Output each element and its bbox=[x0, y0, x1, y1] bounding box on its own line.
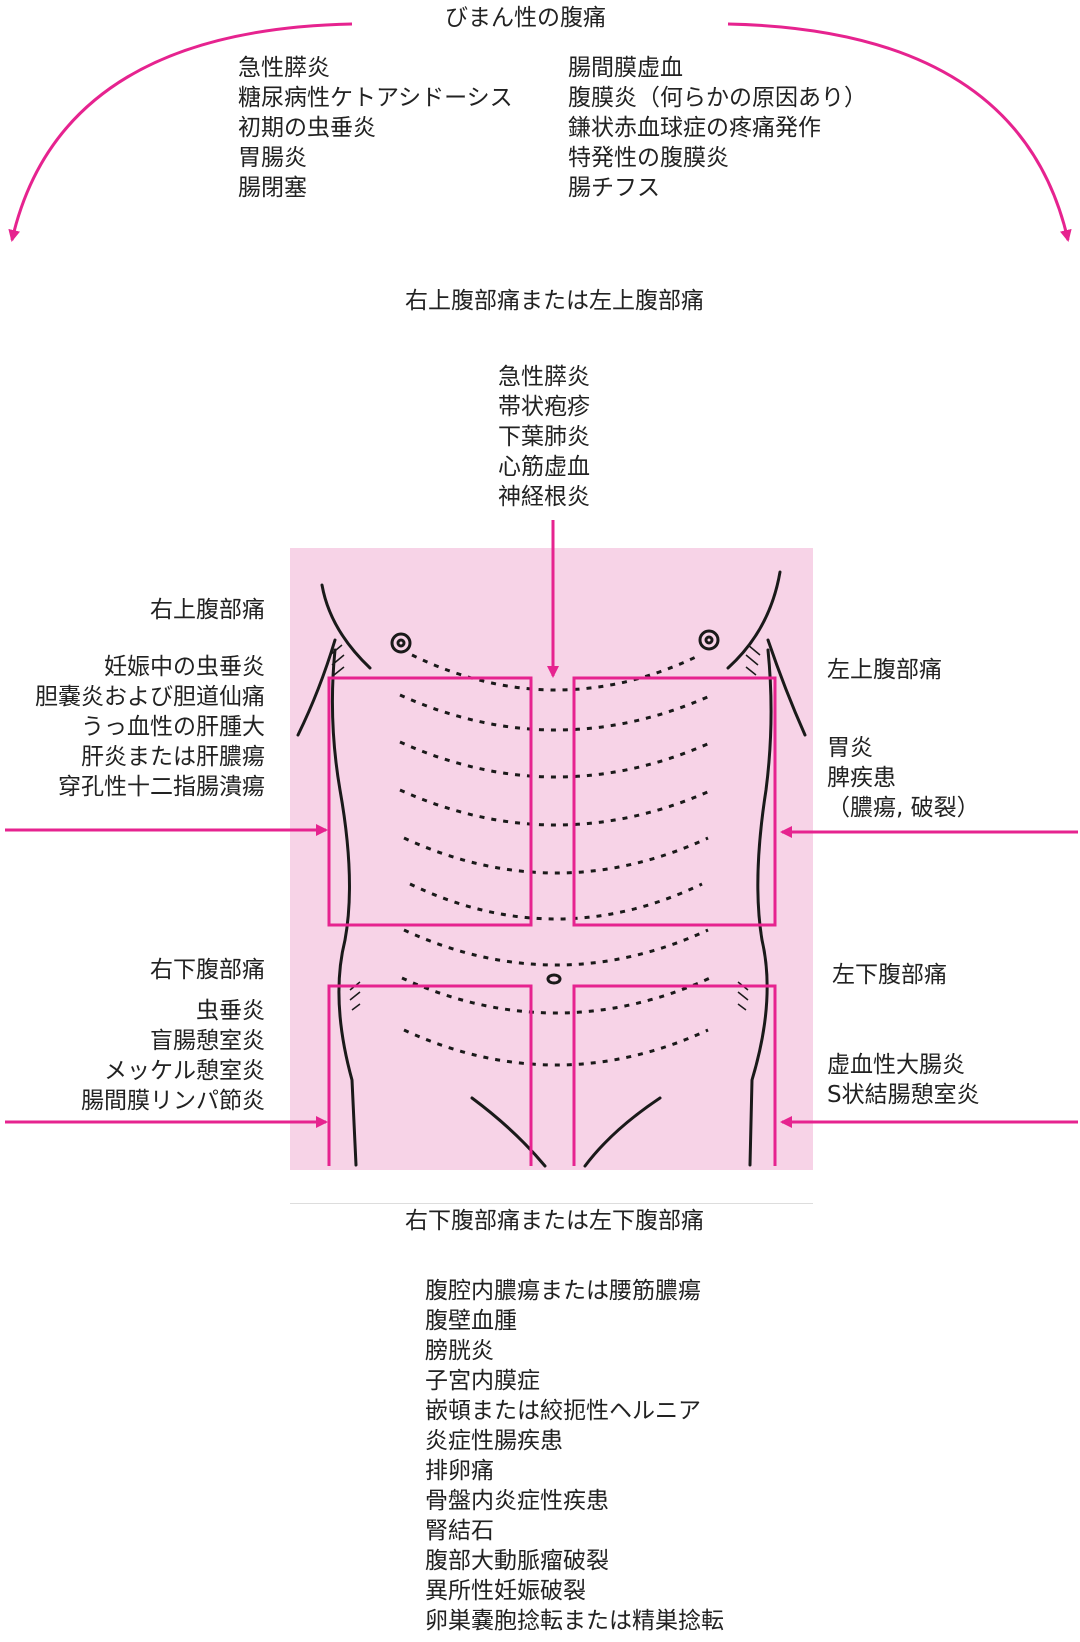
diffuse-cause-item: 糖尿病性ケトアシドーシス bbox=[238, 85, 513, 111]
rlq-cause-item: 腸間膜リンパ節炎 bbox=[81, 1088, 265, 1114]
diffuse-cause-item: 腹膜炎（何らかの原因あり） bbox=[568, 85, 867, 111]
pointer-arrows bbox=[5, 520, 1078, 1128]
rlq-box bbox=[327, 984, 533, 1166]
left-body-side bbox=[330, 648, 358, 1167]
llq-title: 左下腹部痛 bbox=[832, 962, 947, 988]
upper-either-list: 急性膵炎帯状疱疹下葉肺炎心筋虚血神経根炎 bbox=[498, 362, 590, 512]
diffuse-right-list: 腸間膜虚血腹膜炎（何らかの原因あり） 鎌状赤血球症の疼痛発作特発性の腹膜炎腸チフス bbox=[568, 53, 867, 203]
ruq-list: 妊娠中の虫垂炎胆嚢炎および胆道仙痛うっ血性の肝腫大肝炎または肝膿瘍穿孔性十二指腸… bbox=[35, 652, 265, 802]
diffuse-left-list: 急性膵炎糖尿病性ケトアシドーシス初期の虫垂炎胃腸炎腸閉塞 bbox=[238, 53, 513, 203]
luq-cause-item: 胃炎 bbox=[827, 735, 873, 761]
navel bbox=[546, 973, 562, 985]
lower-either-cause-item: 腹部大動脈瘤破裂 bbox=[425, 1548, 609, 1574]
luq-list: 胃炎脾疾患 （膿瘍, 破裂） bbox=[827, 733, 980, 823]
upper-either-cause-item: 急性膵炎 bbox=[498, 364, 590, 390]
lower-either-cause-item: 炎症性腸疾患 bbox=[425, 1428, 563, 1454]
left-nipple-inner bbox=[396, 638, 406, 648]
left-arm-line bbox=[296, 638, 337, 737]
right-groin-line bbox=[583, 1096, 662, 1168]
ruq-title: 右上腹部痛 bbox=[150, 597, 265, 623]
rlq-title: 右下腹部痛 bbox=[150, 957, 265, 983]
lower-either-list: 腹腔内膿瘍または腰筋膿瘍腹壁血腫膀胱炎子宮内膜症嵌頓または絞扼性ヘルニア炎症性腸… bbox=[425, 1276, 724, 1636]
diffuse-title: びまん性の腹痛 bbox=[445, 5, 606, 31]
torso-bottom-divider bbox=[290, 1203, 813, 1204]
upper-either-cause-item: 下葉肺炎 bbox=[498, 424, 590, 450]
luq-box bbox=[572, 676, 777, 927]
torso-outline bbox=[296, 570, 807, 1168]
diffuse-cause-item: 初期の虫垂炎 bbox=[238, 115, 376, 141]
ruq-cause-item: 穿孔性十二指腸潰瘍 bbox=[58, 774, 265, 800]
luq-cause-item: （膿瘍, 破裂） bbox=[827, 795, 980, 821]
shading-hatches bbox=[329, 644, 761, 1011]
ruq-cause-item: 胆嚢炎および胆道仙痛 bbox=[35, 684, 265, 710]
left-groin-line bbox=[470, 1096, 547, 1168]
lower-either-cause-item: 膀胱炎 bbox=[425, 1338, 494, 1364]
left-shoulder-line bbox=[320, 583, 372, 670]
llq-cause-item: 虚血性大腸炎 bbox=[827, 1052, 965, 1078]
rlq-cause-item: 盲腸憩室炎 bbox=[150, 1028, 265, 1054]
lower-either-cause-item: 腹腔内膿瘍または腰筋膿瘍 bbox=[425, 1278, 701, 1304]
diffuse-left-curved-arrow bbox=[8, 22, 353, 242]
luq-cause-item: 脾疾患 bbox=[827, 765, 896, 791]
diffuse-cause-item: 腸チフス bbox=[568, 175, 660, 201]
right-nipple-inner bbox=[704, 635, 714, 645]
upper-either-cause-item: 神経根炎 bbox=[498, 484, 590, 510]
lower-either-cause-item: 排卵痛 bbox=[425, 1458, 494, 1484]
lower-either-cause-item: 腹壁血腫 bbox=[425, 1308, 517, 1334]
luq-title: 左上腹部痛 bbox=[827, 657, 942, 683]
ruq-cause-item: うっ血性の肝腫大 bbox=[81, 714, 265, 740]
lower-either-cause-item: 腎結石 bbox=[425, 1518, 494, 1544]
lower-either-cause-item: 子宮内膜症 bbox=[425, 1368, 540, 1394]
ruq-cause-item: 肝炎または肝膿瘍 bbox=[81, 744, 265, 770]
upper-either-cause-item: 帯状疱疹 bbox=[498, 394, 590, 420]
diffuse-cause-item: 鎌状赤血球症の疼痛発作 bbox=[568, 115, 821, 141]
diffuse-cause-item: 胃腸炎 bbox=[238, 145, 307, 171]
right-shoulder-line bbox=[726, 570, 782, 670]
diffuse-cause-item: 特発性の腹膜炎 bbox=[568, 145, 729, 171]
right-arm-line bbox=[766, 638, 807, 737]
upper-either-cause-item: 心筋虚血 bbox=[498, 454, 590, 480]
rlq-list: 虫垂炎盲腸憩室炎メッケル憩室炎腸間膜リンパ節炎 bbox=[81, 996, 265, 1116]
ruq-box bbox=[327, 676, 533, 927]
upper-either-title: 右上腹部痛または左上腹部痛 bbox=[405, 288, 704, 314]
diffuse-cause-item: 腸間膜虚血 bbox=[568, 55, 683, 81]
lower-either-cause-item: 異所性妊娠破裂 bbox=[425, 1578, 586, 1604]
quadrant-boxes bbox=[327, 676, 777, 1166]
lower-either-cause-item: 骨盤内炎症性疾患 bbox=[425, 1488, 609, 1514]
lower-either-cause-item: 卵巣嚢胞捻転または精巣捻転 bbox=[425, 1608, 724, 1634]
diffuse-right-curved-arrow bbox=[727, 22, 1072, 242]
rib-arcs bbox=[399, 653, 713, 1067]
diffuse-cause-item: 腸閉塞 bbox=[238, 175, 307, 201]
rlq-cause-item: 虫垂炎 bbox=[196, 998, 265, 1024]
left-nipple bbox=[390, 632, 412, 654]
lower-either-cause-item: 嵌頓または絞扼性ヘルニア bbox=[425, 1398, 701, 1424]
right-nipple bbox=[698, 629, 720, 651]
llq-cause-item: S状結腸憩室炎 bbox=[827, 1082, 980, 1108]
rlq-cause-item: メッケル憩室炎 bbox=[104, 1058, 265, 1084]
diffuse-cause-item: 急性膵炎 bbox=[238, 55, 330, 81]
lower-either-title: 右下腹部痛または左下腹部痛 bbox=[405, 1208, 704, 1234]
llq-list: 虚血性大腸炎 S状結腸憩室炎 bbox=[827, 1050, 980, 1110]
ruq-cause-item: 妊娠中の虫垂炎 bbox=[104, 654, 265, 680]
llq-box bbox=[572, 984, 777, 1166]
right-body-side bbox=[748, 648, 773, 1167]
